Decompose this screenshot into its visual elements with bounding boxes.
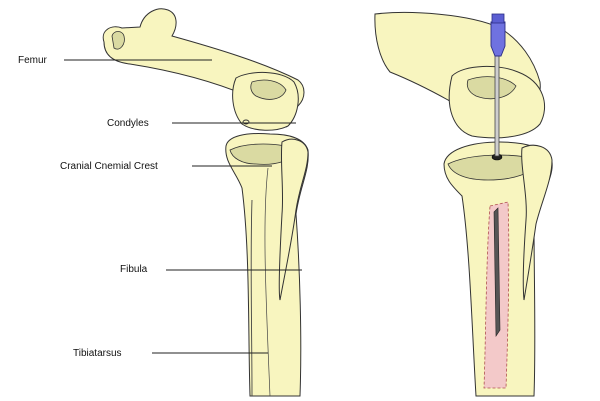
svg-text:Femur: Femur <box>18 55 48 66</box>
condyle-shade <box>250 79 287 100</box>
label-condyles: Condyles <box>107 118 296 129</box>
tibia-inner-line <box>250 199 253 397</box>
fibula-bone <box>278 138 309 301</box>
needle-hub-cap <box>491 13 505 24</box>
left-leg-view <box>102 8 309 397</box>
tibia-medial-line <box>264 167 271 397</box>
condyle-shade-right <box>466 76 517 100</box>
label-crest: Cranial Cnemial Crest <box>60 161 272 172</box>
svg-text:Fibula: Fibula <box>120 264 148 275</box>
svg-text:Condyles: Condyles <box>107 118 149 129</box>
label-tibiotarsus: Tibiatarsus <box>73 348 268 359</box>
svg-text:Cranial Cnemial Crest: Cranial Cnemial Crest <box>60 161 158 172</box>
label-femur: Femur <box>18 55 212 66</box>
condyle-dot <box>242 119 250 125</box>
femur-head-shade <box>111 31 125 50</box>
label-fibula: Fibula <box>120 264 302 275</box>
intraosseous-needle <box>493 207 501 337</box>
fibula-bone-right <box>521 144 553 301</box>
needle-hub <box>490 21 506 57</box>
needle-shaft <box>494 55 500 157</box>
svg-text:Tibiatarsus: Tibiatarsus <box>73 348 122 359</box>
right-leg-view <box>374 12 553 397</box>
